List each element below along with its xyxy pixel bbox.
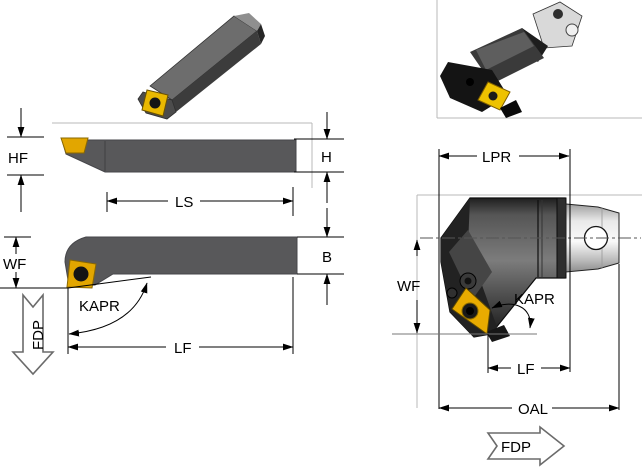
fdp-arrow-right: FDP <box>486 425 566 467</box>
top-view-shank <box>64 236 298 287</box>
head-screw-3d <box>466 78 474 86</box>
wf-left-label: WF <box>3 256 26 273</box>
shank-end-bevel <box>234 13 261 31</box>
top-view-insert-hole <box>73 266 89 282</box>
lf-dimension-right: LF <box>487 361 571 378</box>
hf-dimension: HF <box>7 108 44 212</box>
kapr-angle-left: KAPR <box>68 282 148 337</box>
square-shank-toolholder-photo <box>137 13 265 120</box>
kapr-left-arc <box>68 282 148 337</box>
clamp-screw-center <box>464 277 472 285</box>
shank-end-face <box>257 24 265 44</box>
side-screw <box>446 287 458 299</box>
fdp-arrow-left: FDP <box>11 292 55 376</box>
capto-head-facet <box>449 230 492 300</box>
kapr-right-label: KAPR <box>514 291 555 308</box>
ls-dimension: LS <box>106 187 294 216</box>
oal-label: OAL <box>518 401 548 418</box>
left-side-view <box>60 137 297 173</box>
kapr-angle-right: KAPR <box>491 291 555 329</box>
side-view-shank <box>61 139 297 173</box>
capto-toolholder-photo <box>440 1 583 118</box>
b-label: B <box>322 249 332 266</box>
wf-dimension-right: WF <box>397 239 421 334</box>
lf-dimension-left: LF <box>67 277 294 357</box>
cylinder-highlight-3d <box>476 32 534 70</box>
lpr-dimension: LPR <box>438 149 570 166</box>
wf-dimension-left: WF <box>3 236 31 289</box>
kapr-right-arc <box>491 300 535 329</box>
fdp-right-label: FDP <box>501 439 531 456</box>
b-dimension: B <box>297 208 344 305</box>
fdp-left-label: FDP <box>30 320 47 350</box>
side-view-insert <box>60 137 89 154</box>
lpr-label: LPR <box>482 149 511 166</box>
kapr-left-label: KAPR <box>79 298 120 315</box>
fdp-right-arrow-icon <box>486 425 566 467</box>
right-insert-hole-center <box>466 307 474 315</box>
fdp-down-arrow-icon <box>11 292 55 376</box>
diamond-insert-hole-3d <box>488 91 498 101</box>
h-label: H <box>321 149 332 166</box>
lf-left-label: LF <box>174 340 192 357</box>
hf-label: HF <box>8 150 28 167</box>
oal-dimension: OAL <box>438 401 620 418</box>
wf-right-label: WF <box>397 278 420 295</box>
insert-lip-3d <box>500 100 522 118</box>
right-drawing <box>392 149 641 410</box>
h-dimension: H <box>294 112 344 203</box>
insert-hole-3d <box>149 97 161 109</box>
coupling-lobe-3d <box>565 23 579 37</box>
shank-side-face <box>172 31 261 112</box>
ls-label: LS <box>175 194 193 211</box>
lf-right-label: LF <box>517 361 535 378</box>
coupling-bore-3d <box>553 9 563 19</box>
